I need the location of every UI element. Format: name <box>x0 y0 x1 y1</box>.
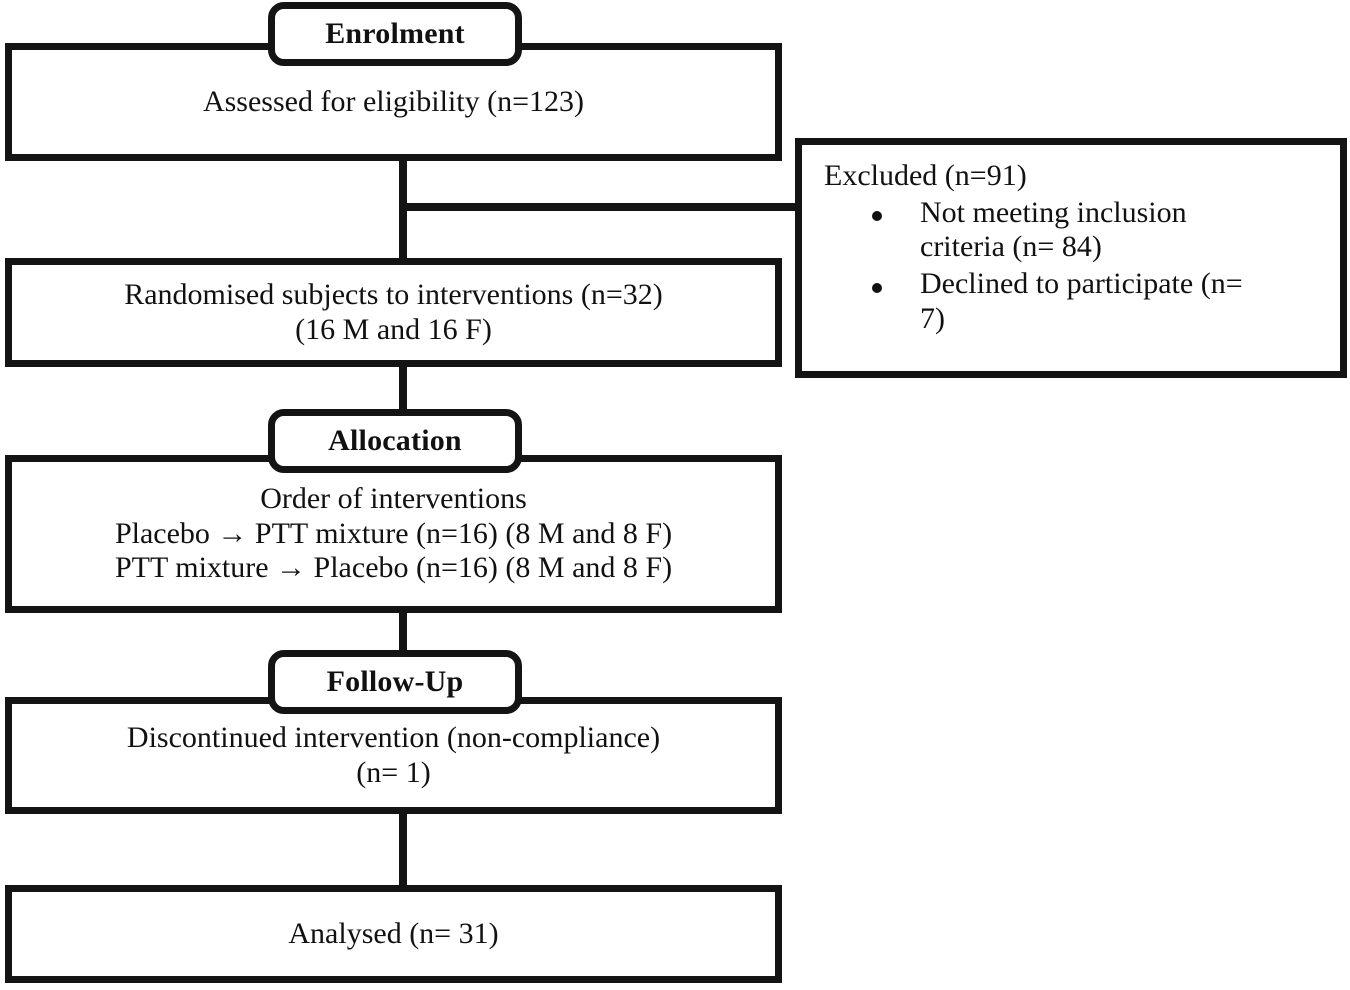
follow-up-line-1: Discontinued intervention (non-complianc… <box>126 720 661 754</box>
allocation-line-3: PTT mixture → Placebo (n=16) (8 M and 8 … <box>114 551 673 585</box>
excluded-reason-list: Not meeting inclusion criteria (n= 84) D… <box>824 196 1330 337</box>
excluded-box: Excluded (n=91) Not meeting inclusion cr… <box>795 138 1347 378</box>
excluded-reason-item: Declined to participate (n= 7) <box>824 267 1330 337</box>
allocation-line-2: Placebo → PTT mixture (n=16) (8 M and 8 … <box>114 516 673 550</box>
stage-label-allocation: Allocation <box>268 409 522 473</box>
follow-up-line-2: (n= 1) <box>356 755 431 789</box>
allocation-box: Order of interventions Placebo → PTT mix… <box>5 455 782 613</box>
excluded-reason-item: Not meeting inclusion criteria (n= 84) <box>824 196 1330 266</box>
enrolment-line-1: Assessed for eligibility (n=123) <box>202 84 585 118</box>
analysed-line-1: Analysed (n= 31) <box>288 916 499 950</box>
stage-label-follow-up-text: Follow-Up <box>326 665 464 698</box>
allocation-line-1: Order of interventions <box>260 481 527 515</box>
follow-up-box: Discontinued intervention (non-complianc… <box>5 697 782 814</box>
randomised-line-1: Randomised subjects to interventions (n=… <box>124 277 663 311</box>
excluded-reason-line: 7) <box>920 301 945 335</box>
excluded-reason-line: Not meeting inclusion <box>920 195 1187 229</box>
stage-label-enrolment: Enrolment <box>268 2 522 66</box>
connector-trunk-to-excluded <box>399 203 799 211</box>
connector-enrolment-to-randomised <box>399 158 407 264</box>
connector-followup-to-analysed <box>399 809 407 889</box>
stage-label-allocation-text: Allocation <box>328 424 462 457</box>
excluded-title: Excluded (n=91) <box>824 159 1027 192</box>
excluded-reason-line: Declined to participate (n= <box>920 267 1243 301</box>
stage-label-follow-up: Follow-Up <box>268 650 522 714</box>
stage-label-enrolment-text: Enrolment <box>325 17 465 50</box>
excluded-reason-line: criteria (n= 84) <box>920 230 1102 264</box>
randomised-line-2: (16 M and 16 F) <box>295 312 492 346</box>
analysed-box: Analysed (n= 31) <box>5 885 782 983</box>
randomised-box: Randomised subjects to interventions (n=… <box>5 258 782 367</box>
bullet-icon <box>872 282 882 293</box>
bullet-icon <box>872 211 882 222</box>
